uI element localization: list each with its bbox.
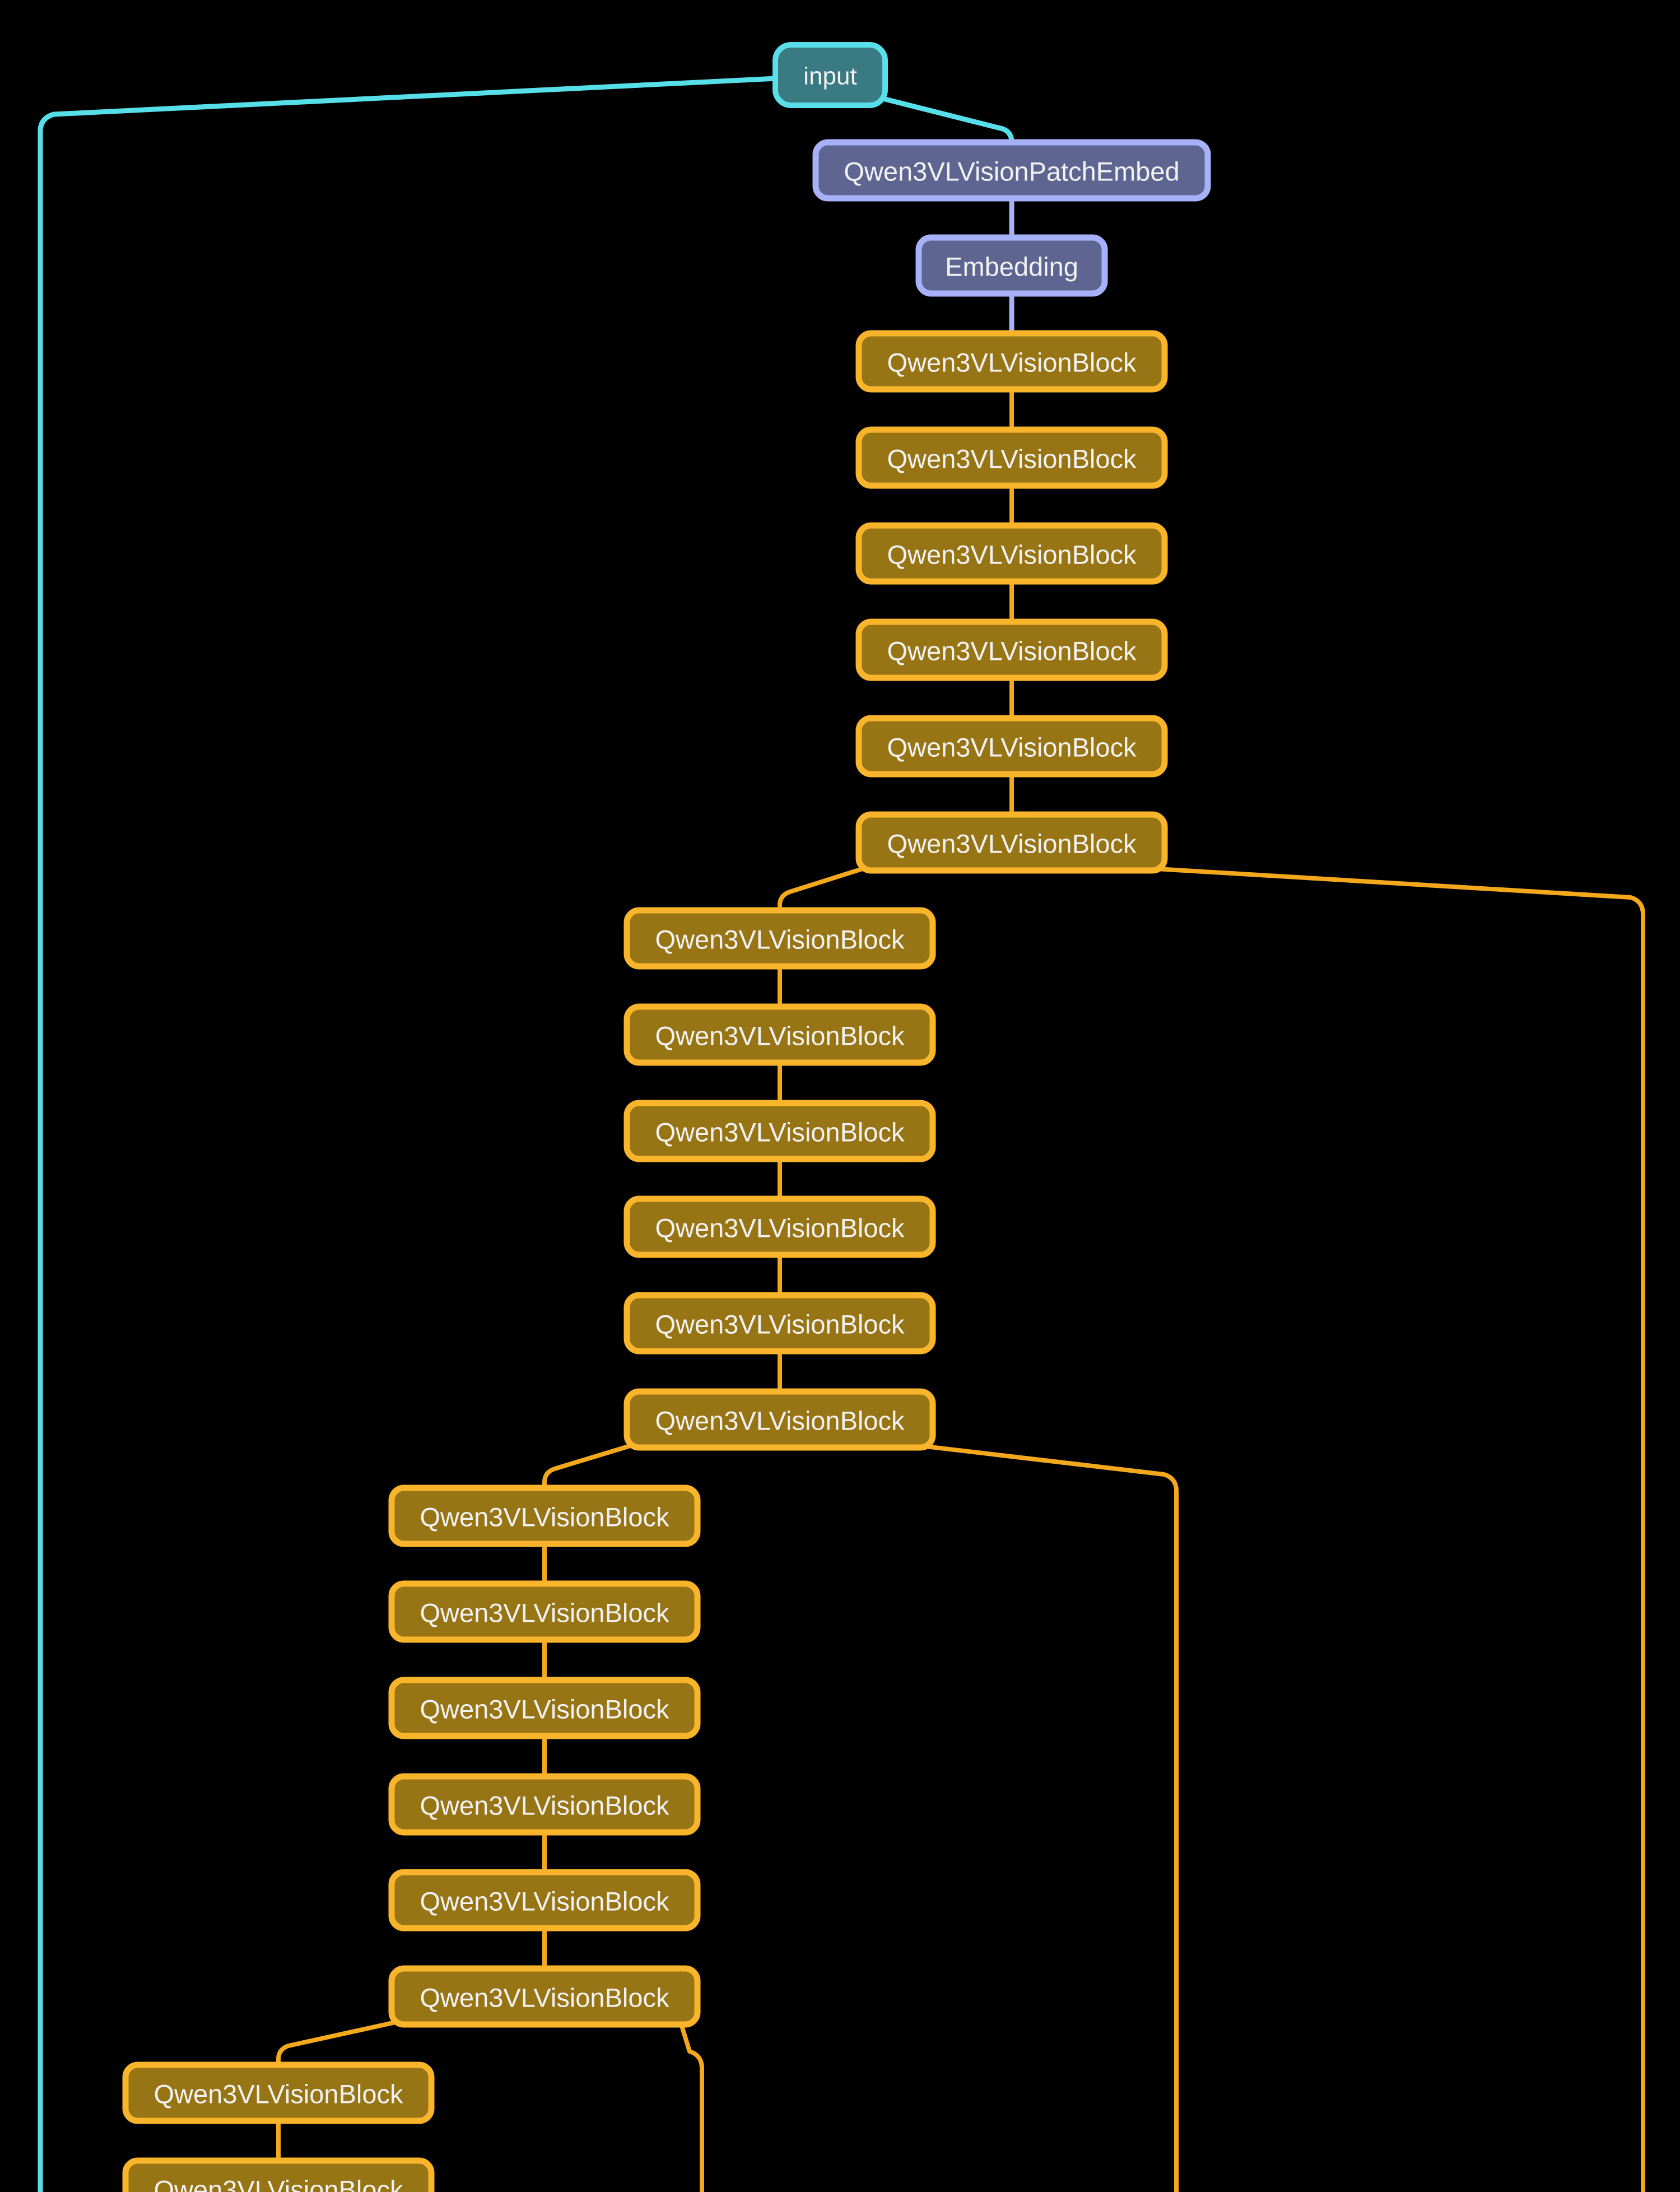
edge-b6-skip xyxy=(1147,866,1645,2192)
node-embedding-label: Embedding xyxy=(945,252,1078,281)
edge-b18-skip xyxy=(678,2021,704,2192)
node-vision-block-3: Qwen3VLVisionBlock xyxy=(855,522,1168,585)
node-vision-block-10-box xyxy=(623,1195,936,1258)
edge-b18-b19 xyxy=(276,2019,401,2069)
node-vision-block-1: Qwen3VLVisionBlock xyxy=(855,330,1168,393)
node-vision-block-14-box xyxy=(388,1580,701,1643)
edge-b12-skip xyxy=(915,1443,1179,2192)
edge-b6-b7 xyxy=(778,865,869,915)
node-vision-block-18-box xyxy=(388,1965,701,2028)
node-vision-block-5-box xyxy=(855,715,1168,778)
node-vision-block-16-label: Qwen3VLVisionBlock xyxy=(420,1790,669,1820)
node-vision-block-5-label: Qwen3VLVisionBlock xyxy=(887,732,1137,762)
node-input: input xyxy=(772,42,888,108)
node-vision-block-16: Qwen3VLVisionBlock xyxy=(388,1773,701,1836)
edge-b12-b13 xyxy=(542,1442,637,1492)
node-vision-block-13: Qwen3VLVisionBlock xyxy=(388,1484,701,1547)
node-input-label: input xyxy=(803,62,857,90)
node-vision-block-20-box xyxy=(122,2157,435,2192)
node-vision-block-4-label: Qwen3VLVisionBlock xyxy=(887,636,1137,665)
node-patch-embed-box xyxy=(812,139,1211,202)
node-vision-block-6-box xyxy=(855,811,1168,874)
node-vision-block-12-box xyxy=(623,1388,936,1451)
node-vision-block-17-box xyxy=(388,1869,701,1932)
node-embedding-box xyxy=(915,234,1108,297)
node-vision-block-6-label: Qwen3VLVisionBlock xyxy=(887,829,1137,858)
node-vision-block-9-box xyxy=(623,1100,936,1162)
node-vision-block-4: Qwen3VLVisionBlock xyxy=(855,618,1168,681)
node-vision-block-11-box xyxy=(623,1292,936,1355)
node-vision-block-11-label: Qwen3VLVisionBlock xyxy=(655,1309,905,1339)
node-vision-block-2: Qwen3VLVisionBlock xyxy=(855,426,1168,489)
node-vision-block-19-box xyxy=(122,2061,435,2124)
node-patch-embed-label: Qwen3VLVisionPatchEmbed xyxy=(844,156,1179,186)
node-vision-block-3-label: Qwen3VLVisionBlock xyxy=(887,539,1137,569)
node-embedding: Embedding xyxy=(915,234,1108,297)
node-vision-block-19: Qwen3VLVisionBlock xyxy=(122,2061,435,2124)
node-vision-block-15: Qwen3VLVisionBlock xyxy=(388,1677,701,1739)
node-vision-block-9-label: Qwen3VLVisionBlock xyxy=(655,1117,905,1147)
edge-layer xyxy=(38,76,1645,2192)
node-vision-block-10-label: Qwen3VLVisionBlock xyxy=(655,1213,905,1242)
node-vision-block-17: Qwen3VLVisionBlock xyxy=(388,1869,701,1932)
node-vision-block-10: Qwen3VLVisionBlock xyxy=(623,1195,936,1258)
node-vision-block-15-box xyxy=(388,1677,701,1739)
node-vision-block-13-label: Qwen3VLVisionBlock xyxy=(420,1502,669,1532)
node-vision-block-12: Qwen3VLVisionBlock xyxy=(623,1388,936,1451)
node-patch-embed: Qwen3VLVisionPatchEmbed xyxy=(812,139,1211,202)
node-vision-block-17-label: Qwen3VLVisionBlock xyxy=(420,1886,669,1916)
node-vision-block-7-label: Qwen3VLVisionBlock xyxy=(655,924,905,954)
node-vision-block-12-label: Qwen3VLVisionBlock xyxy=(655,1406,905,1435)
node-vision-block-2-label: Qwen3VLVisionBlock xyxy=(887,444,1137,473)
node-vision-block-14: Qwen3VLVisionBlock xyxy=(388,1580,701,1643)
node-vision-block-4-box xyxy=(855,618,1168,681)
node-vision-block-20: Qwen3VLVisionBlock xyxy=(122,2157,435,2192)
node-vision-block-16-box xyxy=(388,1773,701,1836)
node-vision-block-6: Qwen3VLVisionBlock xyxy=(855,811,1168,874)
node-vision-block-2-box xyxy=(855,426,1168,489)
node-vision-block-14-label: Qwen3VLVisionBlock xyxy=(420,1598,669,1627)
node-vision-block-19-label: Qwen3VLVisionBlock xyxy=(153,2079,403,2109)
node-vision-block-13-box xyxy=(388,1484,701,1547)
node-vision-block-5: Qwen3VLVisionBlock xyxy=(855,715,1168,778)
node-input-box xyxy=(772,42,888,108)
edge-input-skip-left xyxy=(38,76,777,2192)
node-vision-block-7: Qwen3VLVisionBlock xyxy=(623,907,936,970)
node-vision-block-15-label: Qwen3VLVisionBlock xyxy=(420,1694,669,1724)
node-vision-block-1-box xyxy=(855,330,1168,393)
node-vision-block-18: Qwen3VLVisionBlock xyxy=(388,1965,701,2028)
node-vision-block-1-label: Qwen3VLVisionBlock xyxy=(887,347,1137,377)
node-layer: inputQwen3VLVisionPatchEmbedEmbeddingQwe… xyxy=(122,42,1211,2192)
node-vision-block-8-box xyxy=(623,1003,936,1066)
node-vision-block-8: Qwen3VLVisionBlock xyxy=(623,1003,936,1066)
node-vision-block-8-label: Qwen3VLVisionBlock xyxy=(655,1021,905,1050)
node-vision-block-11: Qwen3VLVisionBlock xyxy=(623,1292,936,1355)
node-vision-block-7-box xyxy=(623,907,936,970)
node-vision-block-3-box xyxy=(855,522,1168,585)
node-vision-block-20-label: Qwen3VLVisionBlock xyxy=(153,2175,403,2192)
node-vision-block-18-label: Qwen3VLVisionBlock xyxy=(420,1982,669,2012)
node-vision-block-9: Qwen3VLVisionBlock xyxy=(623,1100,936,1162)
